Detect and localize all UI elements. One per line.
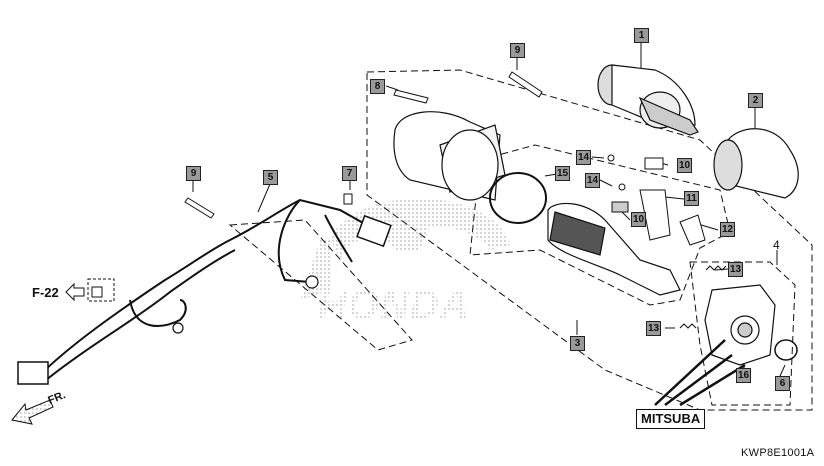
cover-part xyxy=(713,128,799,199)
f22-reference-arrow xyxy=(65,278,115,302)
diagram-code: KWP8E1001A xyxy=(741,447,815,459)
starter-clutch-part xyxy=(597,64,699,136)
honda-watermark: HONDA xyxy=(300,198,510,327)
callout-9-left: 9 xyxy=(186,166,201,181)
callout-4: 4 xyxy=(773,238,780,252)
callout-14-top: 14 xyxy=(576,150,591,165)
callout-10-bottom: 10 xyxy=(631,212,646,227)
callout-2: 2 xyxy=(748,93,763,108)
o-ring-part xyxy=(489,172,547,224)
motor-housing-part xyxy=(393,111,506,201)
f22-reference-label[interactable]: F-22 xyxy=(32,285,59,300)
mitsuba-leaders xyxy=(654,339,746,407)
front-direction-arrow xyxy=(11,399,54,425)
brush-parts xyxy=(607,154,706,246)
callout-9-top: 9 xyxy=(510,43,525,58)
mitsuba-label: MITSUBA xyxy=(636,409,706,429)
callout-8: 8 xyxy=(370,79,385,94)
callout-13-top: 13 xyxy=(728,262,743,277)
spring-parts xyxy=(679,265,727,329)
callout-15: 15 xyxy=(555,166,570,181)
armature-part xyxy=(547,202,681,296)
callout-13-bottom: 13 xyxy=(646,321,661,336)
honda-wordmark: HONDA xyxy=(318,283,470,327)
callout-1: 1 xyxy=(634,28,649,43)
callout-5: 5 xyxy=(263,170,278,185)
callout-12: 12 xyxy=(720,222,735,237)
callout-11: 11 xyxy=(684,191,699,206)
callout-3: 3 xyxy=(570,336,585,351)
end-bracket-part xyxy=(704,284,776,366)
callout-16: 16 xyxy=(736,368,751,383)
callout-7: 7 xyxy=(342,166,357,181)
callout-14-bottom: 14 xyxy=(585,173,600,188)
wire-harness-part xyxy=(17,198,392,385)
callout-6: 6 xyxy=(775,376,790,391)
bolt-parts xyxy=(91,71,543,298)
callout-10-top: 10 xyxy=(677,158,692,173)
washer-part xyxy=(774,339,798,361)
